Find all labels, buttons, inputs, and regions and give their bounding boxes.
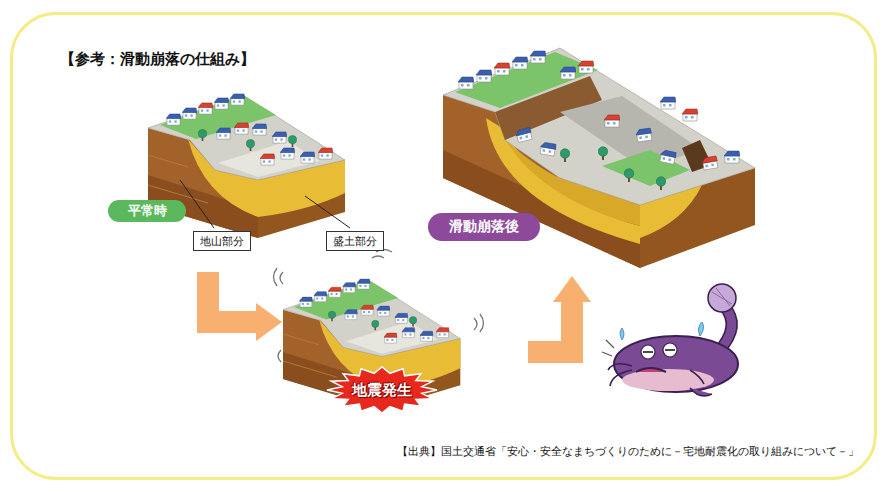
part-label: 盛土部分: [326, 231, 384, 251]
node-text: 地山部分: [200, 234, 244, 249]
flow-arrows: [208, 272, 591, 352]
collapsed-block: [560, 149, 570, 162]
collapsed-block: [604, 115, 620, 127]
quake-burst: 地震発生: [326, 366, 438, 414]
collapsed-block: [515, 127, 533, 143]
collapsed-block: [635, 128, 653, 142]
collapsed-block: [624, 169, 634, 182]
collapsed-block: [560, 67, 576, 79]
catfish-mascot: [620, 328, 624, 340]
node-text: 平常時: [128, 202, 167, 220]
quake-block: [480, 314, 484, 332]
catfish-mascot: [712, 288, 732, 306]
collapsed-block: [458, 77, 474, 89]
stage-pill: 平常時: [108, 200, 186, 222]
collapsed-block: [443, 48, 755, 205]
collapsed-block: [539, 142, 557, 157]
catfish-mascot: [622, 369, 714, 391]
catfish-mascot: [690, 388, 712, 396]
collapsed-block: [660, 97, 676, 109]
quake-block: [274, 268, 278, 286]
flow-arrows: [256, 303, 282, 341]
source-caption: 【出典】国土交通省「安心・安全なまちづくりのために－宅地耐震化の取り組みについて…: [397, 444, 859, 459]
leader-lines: [305, 196, 350, 228]
frame-border: [10, 12, 877, 480]
catfish-mascot: [643, 350, 675, 352]
catfish-mascot: [708, 284, 736, 312]
quake-block: [274, 250, 484, 409]
catfish-mascot: [614, 336, 738, 392]
catfish-mascot: [698, 322, 703, 336]
stage-pill: 滑動崩落後: [428, 213, 540, 241]
collapsed-block: [701, 156, 719, 171]
node-text: 滑動崩落後: [449, 218, 519, 236]
collapsed-block: [598, 147, 608, 160]
collapsed-block: [476, 70, 492, 82]
collapsed-block: [724, 151, 740, 163]
catfish-mascot: [602, 284, 738, 396]
collapsed-block: [530, 51, 546, 63]
collapsed-block: [659, 149, 677, 164]
leader-lines: [180, 180, 214, 228]
quake-block: [280, 272, 283, 284]
collapsed-block: [656, 177, 666, 190]
flow-arrows: [528, 300, 572, 352]
node-text: 盛土部分: [333, 234, 377, 249]
catfish-mascot: [608, 364, 704, 386]
flow-arrows: [553, 276, 591, 302]
flow-arrows: [208, 272, 258, 322]
burst-shape: [327, 367, 437, 413]
diagram-title: 【参考：滑動崩落の仕組み】: [60, 50, 255, 69]
quake-block: [474, 318, 477, 330]
leader-lines: [180, 180, 350, 228]
quake-block: [278, 350, 281, 362]
quake-block: [274, 250, 484, 363]
part-label: 地山部分: [193, 231, 251, 251]
collapsed-block: [682, 109, 698, 121]
collapsed-block: [602, 150, 690, 186]
node-text: 地震発生: [352, 381, 412, 400]
quake-block: [372, 256, 384, 258]
catfish-mascot: [602, 340, 614, 356]
collapsed-block: [494, 63, 510, 75]
catfish-mascot: [636, 368, 666, 372]
collapsed-block: [512, 57, 528, 69]
collapsed-block: [578, 61, 594, 73]
